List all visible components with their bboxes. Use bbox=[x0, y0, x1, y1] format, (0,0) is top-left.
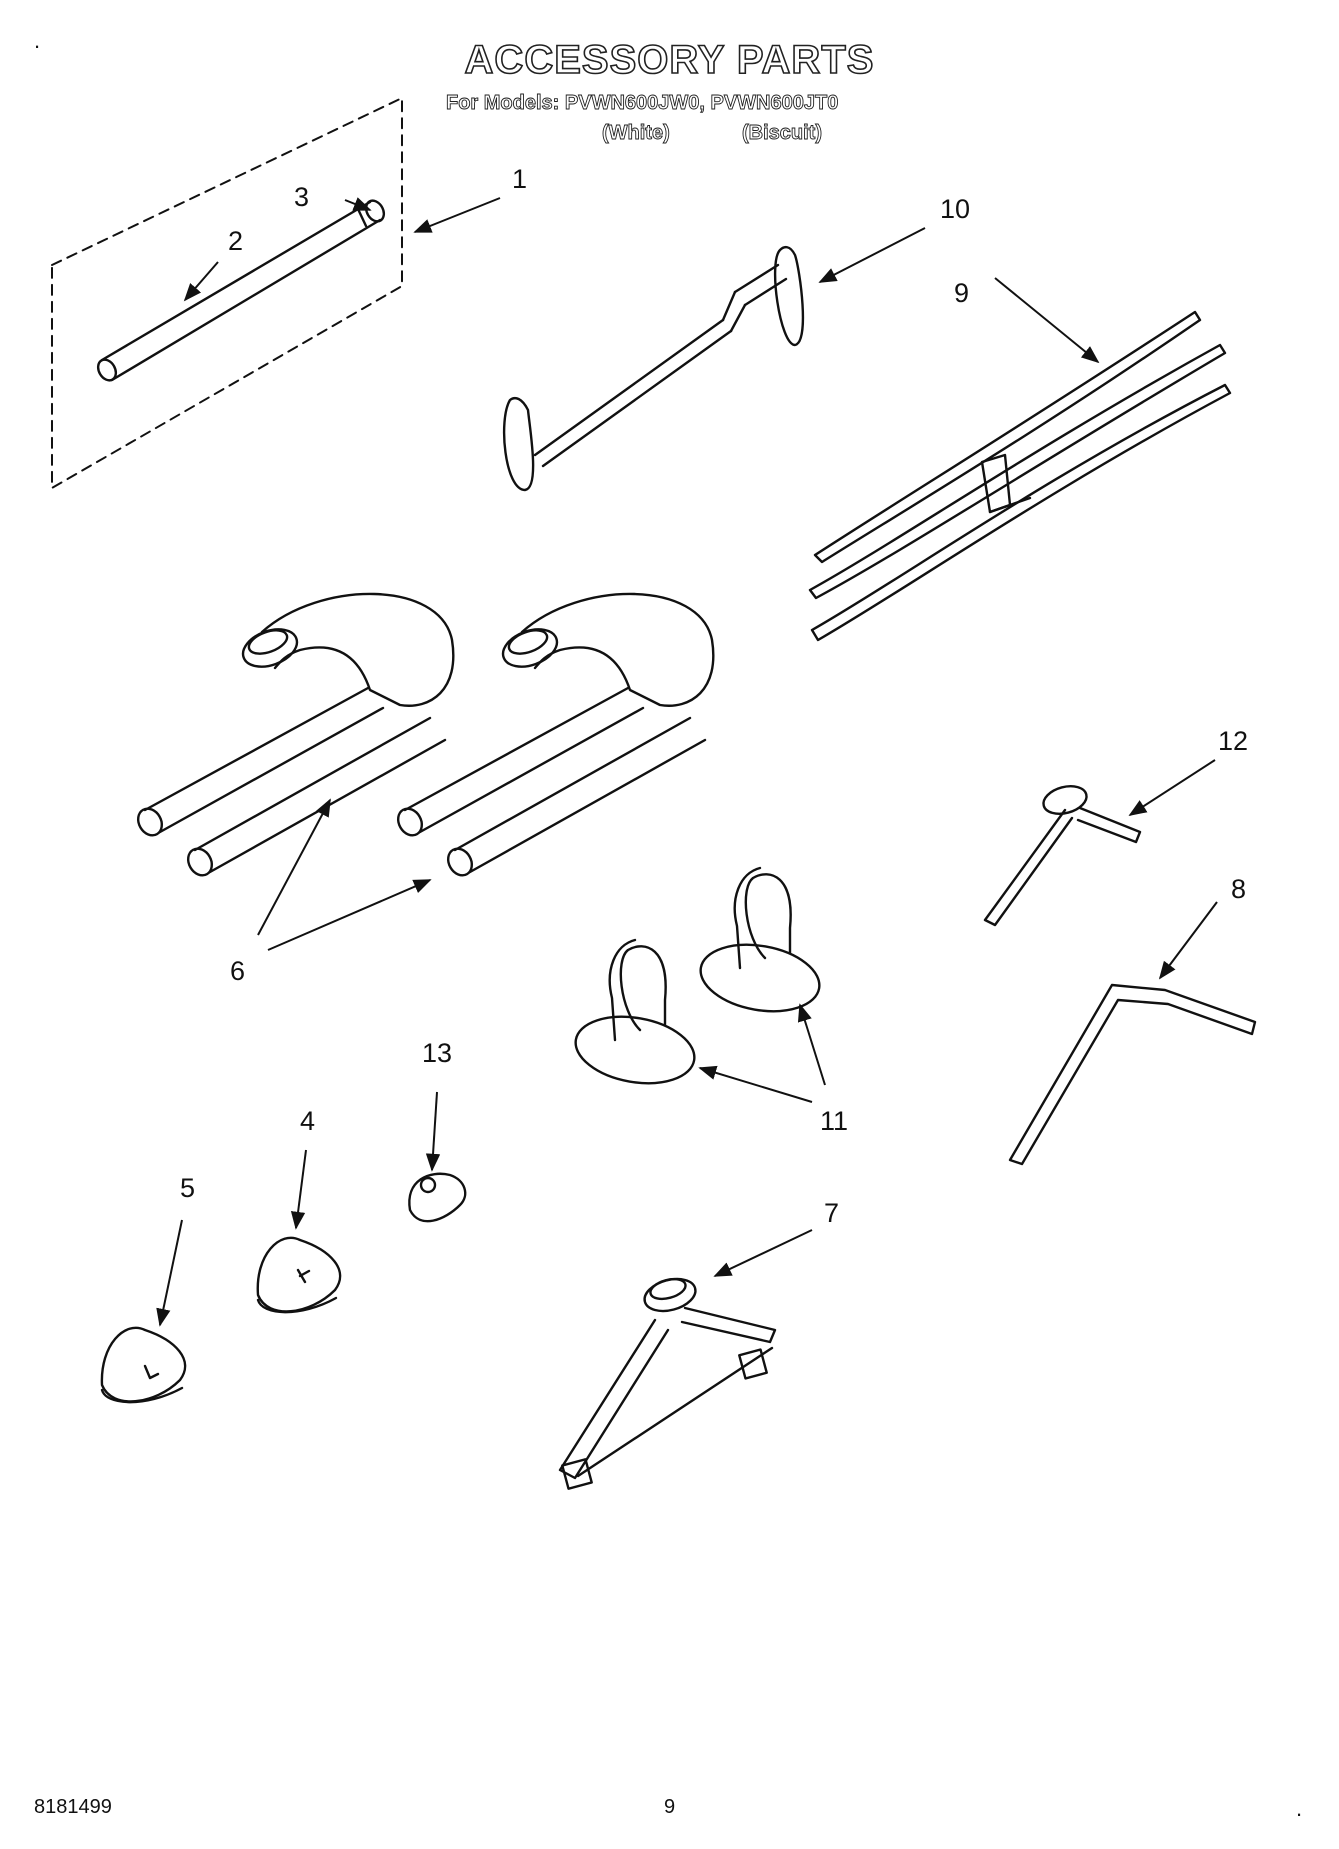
callout-11: 11 bbox=[820, 1106, 848, 1136]
rack-part-6-left bbox=[136, 592, 455, 877]
doc-number: 8181499 bbox=[34, 1796, 112, 1818]
page-number: 9 bbox=[664, 1796, 676, 1818]
foot-part-4 bbox=[256, 1236, 342, 1314]
callout-10: 10 bbox=[940, 194, 970, 224]
pole-part-10 bbox=[502, 245, 805, 492]
page-title: ACCESSORY PARTS bbox=[464, 37, 875, 83]
callout-12: 12 bbox=[1218, 726, 1248, 756]
frame-part-9 bbox=[808, 310, 1232, 642]
clip-part-11-left bbox=[574, 938, 696, 1085]
callout-5: 5 bbox=[180, 1173, 195, 1203]
callout-8: 8 bbox=[1231, 874, 1246, 904]
callout-2: 2 bbox=[228, 226, 243, 256]
callout-13: 13 bbox=[422, 1038, 452, 1068]
hanger-part-7 bbox=[558, 1277, 777, 1490]
clip-part-11-right bbox=[699, 866, 821, 1013]
kit-box-part-1 bbox=[51, 97, 403, 489]
rack-part-6-right bbox=[396, 592, 715, 877]
color-white-label: (White) bbox=[602, 122, 671, 145]
callout-1: 1 bbox=[512, 164, 527, 194]
callout-3: 3 bbox=[294, 182, 309, 212]
models-line: For Models: PVWN600JW0, PVWN600JT0 bbox=[446, 92, 839, 115]
callout-6: 6 bbox=[230, 956, 245, 986]
foot-part-13 bbox=[408, 1172, 467, 1223]
color-biscuit-label: (Biscuit) bbox=[742, 122, 823, 145]
foot-part-5 bbox=[100, 1326, 187, 1404]
wire-part-8 bbox=[1008, 983, 1257, 1166]
callout-4: 4 bbox=[300, 1106, 315, 1136]
callout-7: 7 bbox=[824, 1198, 839, 1228]
corner-mark-top: . bbox=[34, 28, 41, 53]
corner-mark-bottom: . bbox=[1296, 1796, 1303, 1821]
hanger-part-12 bbox=[983, 785, 1142, 927]
callout-9: 9 bbox=[954, 278, 969, 308]
